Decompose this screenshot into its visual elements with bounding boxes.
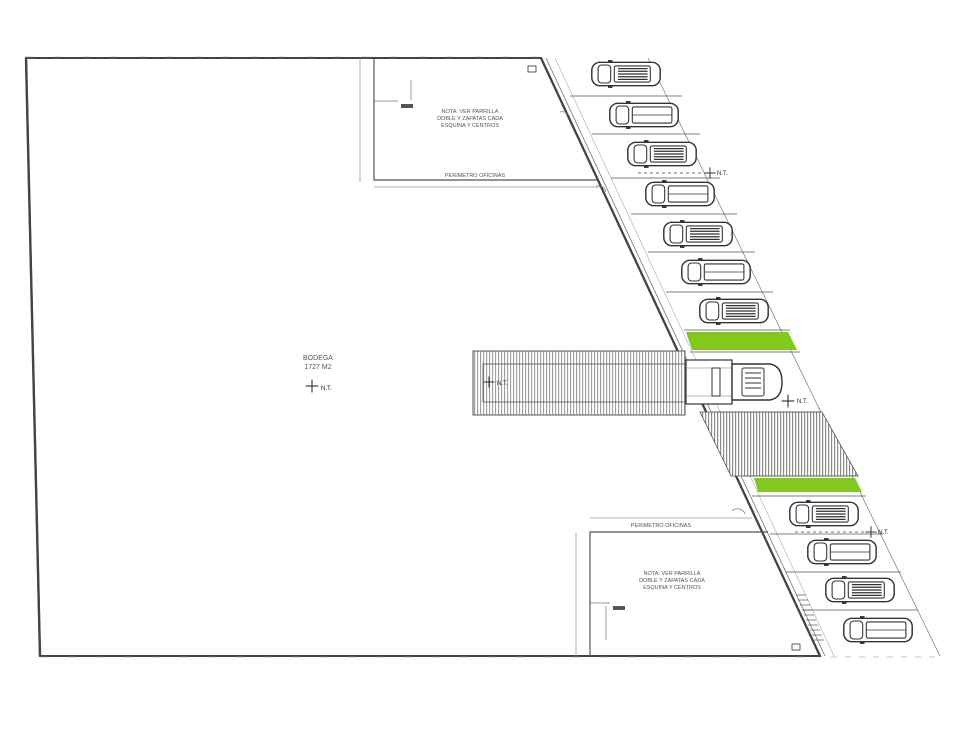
ramp-nt-label: N.T. [497, 381, 508, 387]
car-topview-icon [824, 575, 896, 605]
parking-nt-label-lower: N.T. [878, 530, 889, 536]
car-topview-icon [806, 537, 878, 567]
office-bottom-perimeter-label: PERIMETRO OFICINAS [631, 523, 692, 529]
car-topview-icon [590, 59, 662, 89]
level-crosshair-icon [864, 525, 878, 539]
door-swings [559, 111, 746, 515]
office-bottom: NOTA: VER PARRILLA DOBLE Y ZAPATAS CADA … [575, 517, 768, 656]
car-topview-icon [842, 615, 914, 645]
parking-level-marks-lower: N.T. [795, 525, 889, 539]
office-bottom-tag [613, 606, 625, 610]
parking-stall-lines [570, 95, 918, 611]
office-top-perimeter-label: PERIMETRO OFICINAS [445, 173, 506, 179]
office-bottom-note-line-2: DOBLE Y ZAPATAS CADA [639, 578, 705, 584]
bodega-name: BODEGA [303, 355, 333, 362]
green-planter-lower [754, 478, 862, 492]
bodega-outline [24, 56, 822, 658]
loading-ramp: N.T. [472, 350, 686, 416]
north-marker-icon [527, 65, 537, 73]
office-bottom-note-line-3: ESQUINA Y CENTROS [643, 585, 701, 591]
parking-level-marks-upper: N.T. [638, 166, 728, 180]
parking-nt-label-upper: N.T. [717, 171, 728, 177]
office-top: NOTA: VER PARRILLA DOBLE Y ZAPATAS CADA … [359, 58, 600, 188]
truck-nt-label: N.T. [797, 399, 808, 405]
corner-marker-icon [791, 643, 801, 651]
office-top-note-line-3: ESQUINA Y CENTROS [441, 123, 499, 129]
green-planter-upper [686, 332, 797, 350]
truck-level-crosshair-icon [781, 394, 795, 408]
office-top-tag [401, 104, 413, 108]
office-bottom-note-line-1: NOTA: VER PARRILLA [644, 571, 701, 577]
car-topview-icon [644, 179, 716, 209]
truck-topview-icon [685, 359, 783, 405]
car-topview-icon [608, 100, 680, 130]
office-top-note-line-1: NOTA: VER PARRILLA [442, 109, 499, 115]
car-topview-icon [698, 296, 770, 326]
car-topview-icon [662, 219, 734, 249]
stair [796, 594, 824, 641]
car-topview-icon [626, 139, 698, 169]
bodega-area: 1727 M2 [304, 364, 331, 371]
car-topview-icon [680, 257, 752, 287]
office-top-note-line-2: DOBLE Y ZAPATAS CADA [437, 116, 503, 122]
car-topview-icon [788, 499, 860, 529]
bodega-label: BODEGA 1727 M2 N.T. [303, 355, 333, 393]
bodega-nt-label: N.T. [321, 386, 332, 392]
